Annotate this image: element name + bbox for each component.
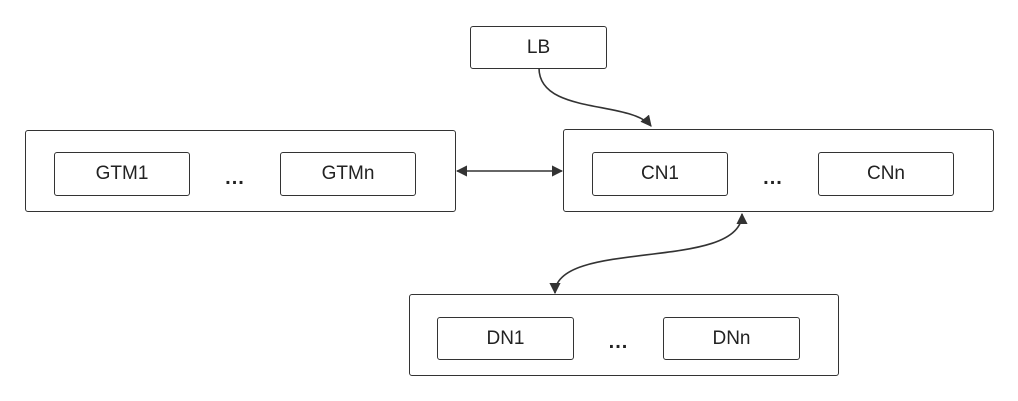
dn-first-label: DN1 — [486, 327, 525, 349]
gtm-ellipsis: ... — [225, 166, 245, 189]
gtm-last-label: GTMn — [321, 163, 375, 184]
cn-last-node: CNn — [818, 152, 954, 196]
cn-first-node: CN1 — [592, 152, 728, 196]
gtm-first-node: GTM1 — [54, 152, 190, 196]
gtm-last-node: GTMn — [280, 152, 416, 196]
dn-last-label: DNn — [712, 327, 751, 349]
lb-label: LB — [526, 36, 551, 58]
cn-first-label: CN1 — [640, 163, 679, 184]
cn-ellipsis: ... — [763, 166, 783, 189]
lb-to-cn-arrow — [538, 67, 652, 127]
dn-last-node: DNn — [663, 317, 800, 360]
dn-ellipsis: ... — [608, 330, 629, 353]
gtm-first-label: GTM1 — [95, 163, 149, 184]
dn-first-node: DN1 — [437, 317, 574, 360]
cn-last-label: CNn — [866, 163, 905, 184]
cn-dn-bidirectional-arrow — [549, 212, 748, 295]
lb-node: LB — [470, 26, 607, 69]
